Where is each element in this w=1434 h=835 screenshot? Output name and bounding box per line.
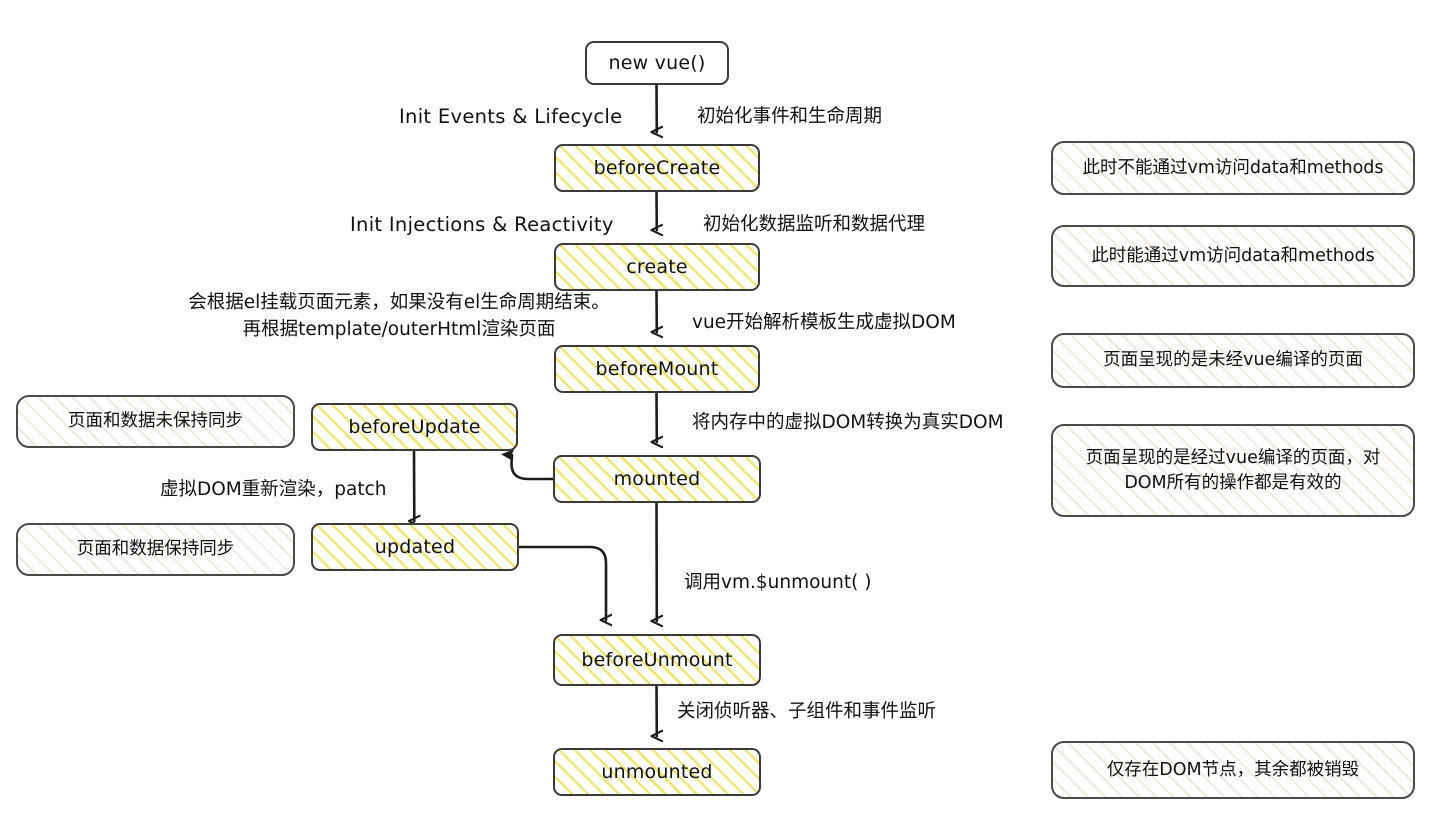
callout-vm-access: 此时能通过vm访问data和methods [1051,225,1415,287]
node-before-create-label: beforeCreate [593,157,721,179]
edge-label-parse-template-cn: vue开始解析模板生成虚拟DOM [692,312,956,333]
edge-label-init-events: Init Events & Lifecycle [399,105,623,128]
edge-mounted-beforeupdate [501,449,555,481]
node-create[interactable]: create [554,243,760,291]
callout-compiled-page: 页面呈现的是经过vue编译的页面，对DOM所有的操作都是有效的 [1051,424,1415,517]
node-updated[interactable]: updated [311,523,519,571]
edge-label-init-injections: Init Injections & Reactivity [350,213,614,236]
node-before-update-label: beforeUpdate [348,416,481,438]
callout-no-vm-access: 此时不能通过vm访问data和methods [1051,141,1415,195]
edge-updated-beforeunmount [518,545,606,620]
edge-label-init-events-cn: 初始化事件和生命周期 [697,106,883,127]
node-before-update[interactable]: beforeUpdate [311,403,518,451]
node-before-create[interactable]: beforeCreate [554,144,760,192]
edge-label-init-injections-cn: 初始化数据监听和数据代理 [703,214,926,235]
callout-only-dom-remains: 仅存在DOM节点，其余都被销毁 [1051,741,1415,799]
node-mounted-label: mounted [613,468,701,490]
edge-label-unmount-call-cn: 调用vm.$unmount( ) [684,572,872,593]
node-before-mount-label: beforeMount [595,358,719,380]
node-updated-label: updated [374,536,456,558]
node-before-unmount[interactable]: beforeUnmount [553,634,761,686]
node-create-label: create [626,256,688,278]
callout-uncompiled-page: 页面呈现的是未经vue编译的页面 [1051,333,1415,388]
node-before-mount[interactable]: beforeMount [554,345,760,393]
edge-label-close-watchers-cn: 关闭侦听器、子组件和事件监听 [677,701,937,722]
node-before-unmount-label: beforeUnmount [581,649,733,671]
callout-page-data-synced: 页面和数据保持同步 [16,523,295,576]
edge-label-el-mount-cn: 会根据el挂载页面元素，如果没有el生命周期结束。再根据template/out… [188,292,610,340]
node-mounted[interactable]: mounted [553,455,761,503]
edge-label-vdom-to-dom-cn: 将内存中的虚拟DOM转换为真实DOM [692,412,1004,433]
edge-label-patch-cn: 虚拟DOM重新渲染，patch [160,479,387,500]
node-unmounted-label: unmounted [601,761,713,783]
node-unmounted[interactable]: unmounted [553,748,761,796]
node-new-vue-label: new vue() [608,52,706,74]
callout-page-data-not-synced: 页面和数据未保持同步 [16,395,295,448]
node-new-vue[interactable]: new vue() [585,41,729,85]
